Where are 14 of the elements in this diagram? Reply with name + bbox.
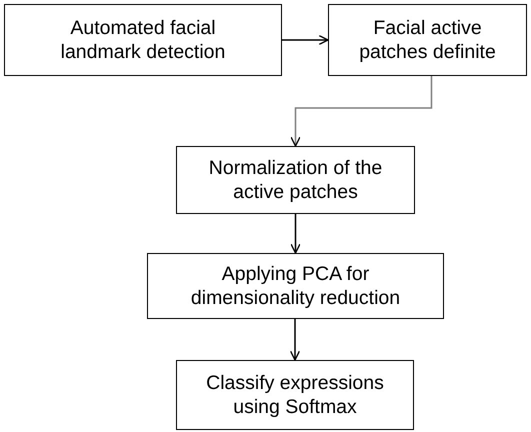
arrow <box>290 76 432 147</box>
process-box <box>176 360 414 430</box>
arrow <box>282 34 329 46</box>
process-box <box>147 253 444 319</box>
step-label: Automated facial landmark detection <box>60 16 226 64</box>
step-label: Normalization of the active patches <box>208 156 384 204</box>
step-label: Classify expressions using Softmax <box>205 370 385 420</box>
step-label: Applying PCA for dimensionality reduction <box>190 262 402 310</box>
process-box <box>4 4 282 76</box>
arrow <box>290 214 301 254</box>
arrow <box>290 319 300 361</box>
process-box <box>176 146 415 214</box>
step-label: Facial active patches definite <box>358 16 497 64</box>
process-box <box>328 4 527 76</box>
